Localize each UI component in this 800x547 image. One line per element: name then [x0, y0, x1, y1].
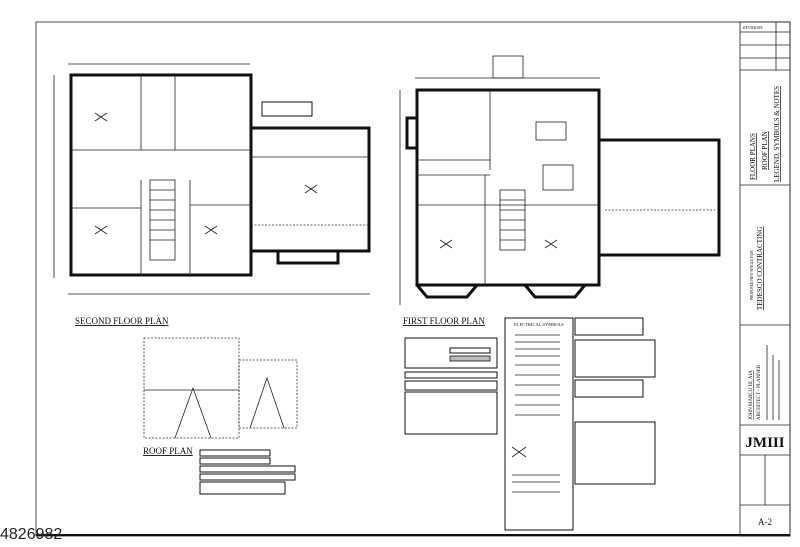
title-block [739, 21, 791, 537]
first-floor-plan [399, 55, 721, 305]
ceiling-fan-icon [439, 239, 558, 249]
client-name: TEDESCO CONTRACTING [756, 227, 764, 310]
sheet-border [35, 21, 791, 537]
first-floor-plan-title: FIRST FLOOR PLAN [403, 316, 485, 326]
roof-plan-title: ROOF PLAN [143, 446, 193, 456]
architect-logo: JMIII [745, 435, 784, 451]
legend-notes [404, 317, 656, 531]
project-line: PROPOSED NEW SINGLE FAM. [750, 250, 754, 300]
architect-title: ARCHITECT - PLANNER [757, 364, 762, 420]
sheet-number: A-2 [758, 517, 772, 527]
second-floor-plan-title: SECOND FLOOR PLAN [75, 316, 169, 326]
second-floor-plan [53, 63, 371, 295]
architect-name: JOHN MARCO III, AIA [749, 370, 754, 420]
sheet-title-floor-plans: FLOOR PLANS [749, 133, 757, 180]
roof-plan [143, 337, 298, 495]
listing-watermark: 4826982 [0, 526, 63, 543]
revisions-label: REVISIONS [742, 25, 763, 30]
sheet-title-roof-plan: ROOF PLAN [761, 131, 769, 170]
sheet-title-legend: LEGEND, SYMBOLS & NOTES [773, 86, 781, 182]
ceiling-fan-icon [94, 112, 318, 235]
electrical-symbols-title: ELECTRICAL SYMBOLS [514, 322, 564, 327]
